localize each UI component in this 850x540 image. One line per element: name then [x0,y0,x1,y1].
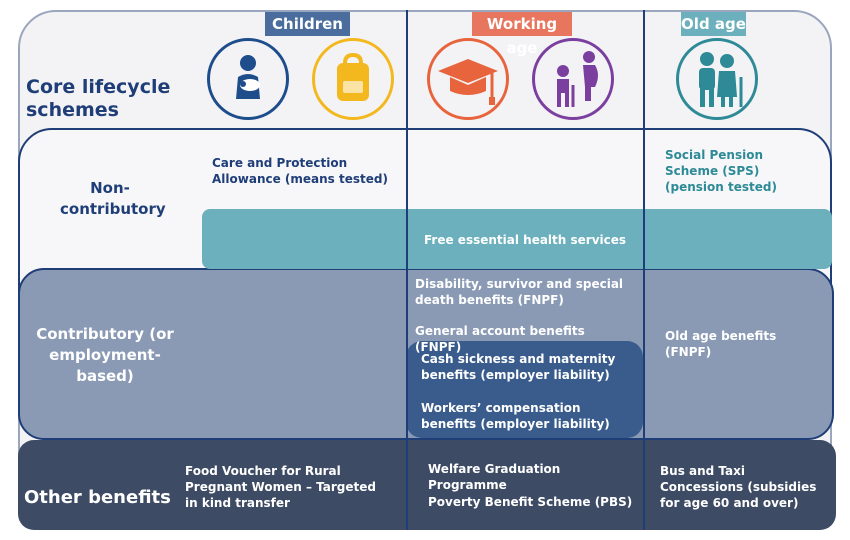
cell-poverty-benefit: Poverty Benefit Scheme (PBS) [428,495,633,509]
cell-social-pension: Social Pension Scheme (SPS) (pension tes… [665,148,777,194]
row-label-core: Core lifecycle schemes [26,76,171,121]
row-label-other: Other benefits [24,487,171,508]
free-health-band [202,209,832,269]
row-label-contributory: Contributory (or employment-based) [36,325,174,385]
cell-disability-survivor: Disability, survivor and special death b… [415,277,624,307]
cell-workers-comp: Workers’ compensation benefits (employer… [421,401,610,431]
cell-food-voucher: Food Voucher for Rural Pregnant Women – … [185,464,376,510]
cell-care-protection: Care and Protection Allowance (means tes… [212,156,388,186]
row-label-non-contributory: Non-contributory [60,179,166,218]
header-children: Children [265,12,350,36]
schoolbag-icon [312,38,394,120]
header-working-age: Working age [472,12,572,57]
cell-free-health: Free essential health services [424,233,627,247]
cell-old-age-benefits: Old age benefits (FNPF) [665,329,777,359]
elderly-couple-icon [676,38,758,120]
graduation-cap-icon [427,38,509,120]
disability-pregnancy-icon [532,38,614,120]
mother-baby-icon [207,38,289,120]
cell-bus-taxi: Bus and Taxi Concessions (subsidies for … [660,464,817,510]
column-divider-2 [643,10,645,530]
column-divider-1 [406,10,408,530]
cell-cash-sickness: Cash sickness and maternity benefits (em… [421,352,616,382]
cell-general-account: General account benefits (FNPF) [415,324,585,354]
other-benefits-band [18,440,836,530]
cell-welfare-graduation: Welfare Graduation Programme [428,462,561,492]
header-old-age: Old age [681,12,746,36]
employer-liability-box [406,341,643,438]
